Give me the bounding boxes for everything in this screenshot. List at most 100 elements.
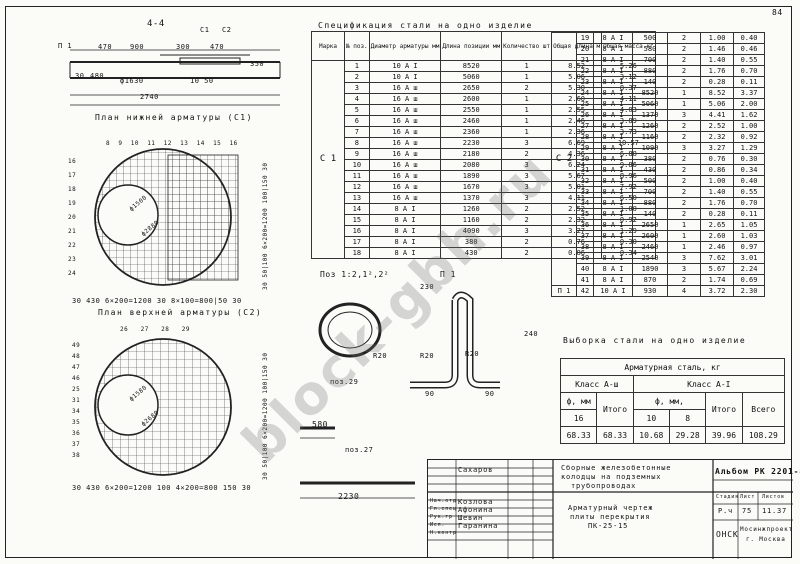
spec-cell: 0.11	[733, 76, 765, 88]
spec-cell: 3	[667, 263, 701, 275]
spec-cell: 500	[632, 175, 668, 187]
spec-cell: 1	[501, 71, 553, 83]
spec-cell: 15	[344, 214, 370, 226]
pos27-label: поз.27	[345, 446, 374, 454]
spec-cell: 1	[667, 241, 701, 253]
spec-cell: 1	[501, 126, 553, 138]
spec-cell: 10 А I	[593, 285, 633, 297]
plan-lower-drawing	[94, 148, 239, 286]
stamp-doc-3: ПК-25-15	[588, 522, 629, 530]
spec-cell: 16 А ш	[368, 170, 442, 182]
spec-cell: 2540	[632, 252, 668, 264]
spec-cell: 19	[576, 32, 594, 44]
spec-cell: 1.00	[700, 32, 734, 44]
spec-cell: 16 А ш	[368, 82, 442, 94]
stamp-stage: Стадия	[716, 494, 739, 500]
spec-cell: 140	[632, 208, 668, 220]
spec-cell: 0.70	[733, 197, 765, 209]
spec-cell: 8 А I	[593, 263, 633, 275]
pos29-label: поз.29	[330, 378, 359, 386]
spec-cell: 0.92	[733, 131, 765, 143]
spec-cell: 2	[667, 54, 701, 66]
spec-cell: 26	[576, 109, 594, 121]
spec-cell: 2550	[440, 104, 503, 116]
spec-cell: 2	[667, 197, 701, 209]
stamp-stage-v: Р.ч	[718, 507, 734, 515]
spec-cell: 8 А I	[593, 43, 633, 55]
spec-cell: 2	[667, 76, 701, 88]
spec-cell: 8 А I	[593, 131, 633, 143]
dim-1050: 10 50	[190, 77, 214, 85]
spec-cell: 8 А I	[593, 142, 633, 154]
sel-v4: 29.28	[668, 426, 707, 444]
spec-cell: 8 А I	[593, 87, 633, 99]
spec-cell: 31	[576, 164, 594, 176]
spec-cell: 2230	[440, 137, 503, 149]
spec-cell: 9	[344, 148, 370, 160]
spec-cell: 27	[576, 120, 594, 132]
spec-cell: 2180	[440, 148, 503, 160]
spec-cell: 3	[344, 82, 370, 94]
sel-v5: 39.96	[705, 426, 743, 444]
spec-h-pos: № поз.	[344, 31, 370, 61]
spec-cell: 700	[632, 186, 668, 198]
spec-cell: 1.76	[700, 197, 734, 209]
spec-cell: 11	[344, 170, 370, 182]
stamp-role-5: Н.контр	[430, 530, 457, 536]
spec-cell: 10	[344, 159, 370, 171]
spec-cell: 16 А ш	[368, 192, 442, 204]
spec-group-c2: С 2	[551, 32, 577, 286]
sel-itogo-b: Итого	[705, 392, 743, 427]
spec-cell: 1	[667, 98, 701, 110]
spec-cell: 8520	[440, 60, 503, 72]
spec-cell: 3	[667, 109, 701, 121]
spec-cell: 1.76	[700, 65, 734, 77]
stamp-title-2: колодцы на подземных	[561, 473, 662, 481]
dim-470-a: 470	[98, 43, 113, 51]
spec-cell: 8 А I	[368, 214, 442, 226]
dim-300: 300	[176, 43, 191, 51]
spec-cell: 40	[576, 263, 594, 275]
spec-cell: 8.52	[700, 87, 734, 99]
spec-cell: 0.34	[733, 164, 765, 176]
pos-detail-p1: П 1	[440, 270, 456, 279]
pos-dim-90-a: 90	[425, 390, 435, 398]
spec-cell: 3.37	[733, 87, 765, 99]
spec-cell: 2.30	[733, 285, 765, 297]
sel-vsego: Всего	[741, 392, 786, 427]
plan-lower-bottom-dims: 30 430 6×200=1200 30 8×100=800|50 30	[72, 297, 242, 305]
plan-upper-bottom-dims: 30 430 6×200=1200 100 4×200=800 150 30	[72, 484, 252, 492]
stamp-sheet: Лист	[740, 494, 756, 500]
stamp-sheet-v: 75	[742, 507, 753, 515]
spec-cell: 6	[344, 115, 370, 127]
spec-cell: 2600	[632, 230, 668, 242]
stamp-role-3: Рук.гр	[430, 514, 453, 520]
spec-cell: 33	[576, 186, 594, 198]
stamp-role-2: Гл.спец	[430, 506, 457, 512]
stamp-title-1: Сборные железобетонные	[561, 464, 672, 472]
spec-cell: 3.72	[700, 285, 734, 297]
sel-d8: 8	[668, 409, 707, 427]
title-block: Сахаров Козлова Афонина Шевин Гаранина Н…	[427, 459, 800, 559]
spec-cell: 8 А I	[593, 241, 633, 253]
dim-470-b: 470	[210, 43, 225, 51]
spec-cell: 1.40	[700, 186, 734, 198]
spec-cell: 16 А ш	[368, 126, 442, 138]
sel-phi-mm2: ф, мм,	[632, 392, 707, 410]
spec-cell: 10 А I	[368, 60, 442, 72]
spec-group-c1: С 1	[311, 60, 345, 259]
sel-class-a1: Класс А-I	[632, 375, 786, 393]
spec-cell: 16 А ш	[368, 137, 442, 149]
spec-cell: 1890	[632, 263, 668, 275]
sel-v6: 108.29	[741, 426, 786, 444]
